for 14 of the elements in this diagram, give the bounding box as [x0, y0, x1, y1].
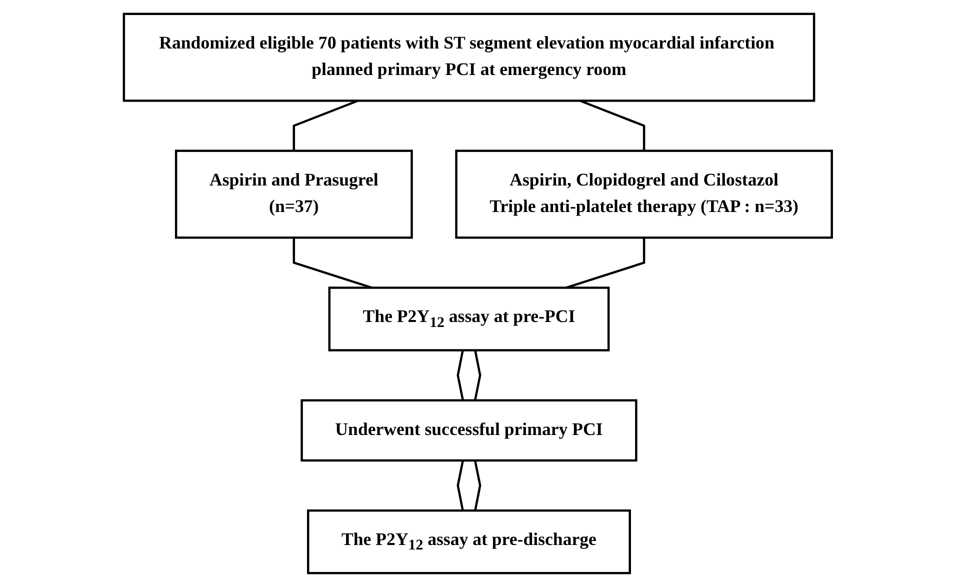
node-box: The P2Y$_{12}$ assay at pre-discharge	[307, 509, 632, 574]
connector	[456, 460, 464, 511]
connector	[580, 100, 646, 151]
node-box: Aspirin and Prasugrel (n=37)	[175, 150, 413, 239]
connector	[292, 100, 358, 151]
node-box: The P2Y$_{12}$ assay at pre-PCI	[328, 286, 610, 352]
node-box: Aspirin, Clopidogrel and Cilostazol Triple anti-platelet therapy (TAP : n=33)	[455, 150, 834, 239]
node-box: Randomized eligible 70 patients with ST segment elevation myocardial infarction planned primary PCI at emergency room	[122, 12, 816, 102]
connector	[456, 350, 464, 401]
connector	[474, 350, 482, 401]
connector	[566, 238, 646, 289]
connector	[292, 238, 372, 289]
connector	[474, 460, 482, 511]
node-box: Underwent successful primary PCI	[300, 399, 638, 462]
